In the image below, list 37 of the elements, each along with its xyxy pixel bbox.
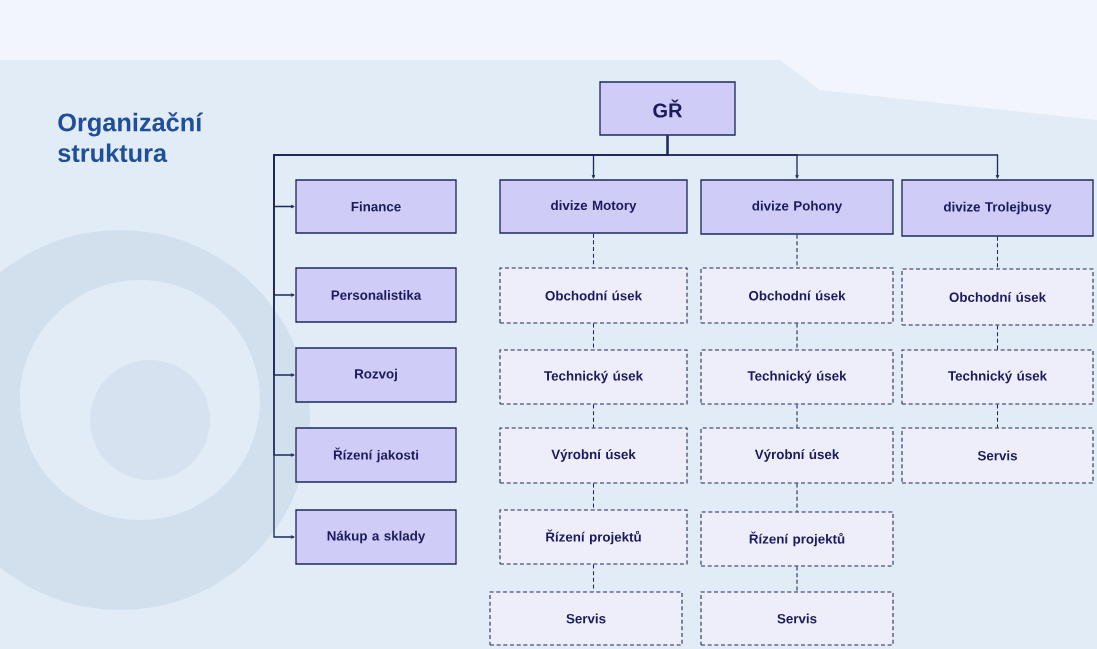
org-box: GŘ [599,81,736,136]
org-box: divize Motory [499,179,688,234]
org-box: Finance [295,179,457,234]
org-box: Personalistika [295,267,457,323]
connector [592,233,595,268]
org-box: Řízení jakosti [295,427,457,483]
connector [796,323,798,350]
connector [996,404,999,428]
connector [796,234,798,268]
connector [592,404,595,428]
dashed-box: Obchodní úsek [499,267,688,324]
dashed-box: Výrobní úsek [700,427,894,484]
dashed-box: Technický úsek [700,349,894,405]
dashed-box: Technický úsek [901,349,1094,405]
connector [273,135,669,539]
dashed-box: Technický úsek [499,349,688,405]
dashed-box: Obchodní úsek [901,268,1094,326]
connector [592,323,595,350]
dashed-box: Servis [700,591,894,646]
dashed-box: Obchodní úsek [700,267,894,324]
connector [796,404,798,428]
org-box: divize Pohony [700,179,894,235]
connector [592,564,595,592]
dashed-box: Výrobní úsek [499,427,688,484]
org-box: Nákup a sklady [295,509,457,565]
org-box: divize Trolejbusy [901,179,1094,237]
connector [996,236,999,269]
dashed-box: Řízení projektů [499,509,688,565]
connector [996,325,999,350]
connector [592,483,595,510]
dashed-box: Řízení projektů [700,511,894,567]
title: Organizační struktura [58,112,203,163]
dashed-box: Servis [901,427,1094,484]
org-box: Rozvoj [295,347,457,403]
connector [796,566,798,592]
dashed-box: Servis [489,591,683,646]
connector [796,483,798,512]
